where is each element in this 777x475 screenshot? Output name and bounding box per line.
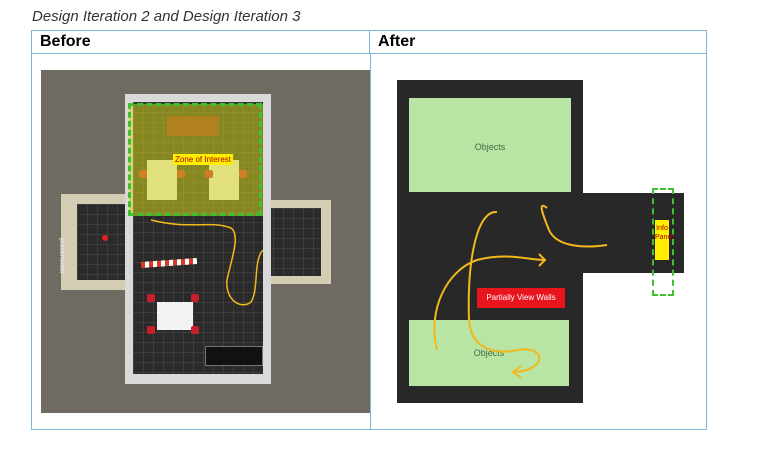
walk-path xyxy=(150,219,264,306)
comparison-table: Before After xyxy=(31,30,707,430)
objects-top-label: Objects xyxy=(474,142,506,152)
info-panel: Info Panel xyxy=(655,220,673,260)
info-panel-label: Info Panel xyxy=(655,225,673,241)
objects-bottom: Objects xyxy=(409,320,569,386)
info-panel-dash xyxy=(652,188,674,296)
after-image: Objects Objects Partially View Walls Inf… xyxy=(397,80,684,403)
chair xyxy=(191,294,199,302)
zone-of-interest-dash xyxy=(128,103,262,216)
before-image: placeholder Zone of Interest xyxy=(41,70,370,413)
walk-path-3 xyxy=(540,204,608,248)
meeting-table xyxy=(157,302,193,330)
chair xyxy=(147,326,155,334)
column-divider xyxy=(370,54,371,429)
before-path-overlay xyxy=(102,219,264,306)
figure-caption: Design Iteration 2 and Design Iteration … xyxy=(32,8,301,25)
left-wing-floor xyxy=(77,204,133,280)
zone-label: Zone of Interest xyxy=(173,154,234,165)
walk-path-2 xyxy=(538,253,547,267)
objects-top: Objects xyxy=(409,98,571,192)
walk-path-1 xyxy=(433,255,546,351)
tv-screen xyxy=(205,346,263,366)
after-path-overlay xyxy=(433,204,608,379)
chair xyxy=(191,326,199,334)
red-marker xyxy=(102,235,108,241)
partially-view-walls: Partially View Walls xyxy=(477,288,565,308)
walk-path-4 xyxy=(467,210,541,373)
walk-path-5 xyxy=(511,365,522,379)
objects-bottom-label: Objects xyxy=(473,348,505,358)
chair xyxy=(147,294,155,302)
header-after: After xyxy=(370,31,706,54)
header-before: Before xyxy=(32,31,370,54)
right-wing-floor xyxy=(263,208,321,276)
